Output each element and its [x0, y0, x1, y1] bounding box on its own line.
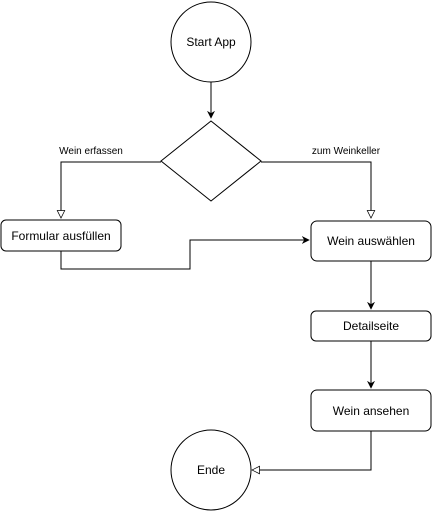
node-detailseite-label: Detailseite — [343, 319, 399, 333]
node-start-label: Start App — [186, 35, 236, 49]
node-decision — [160, 120, 262, 202]
node-wein-ansehen: Wein ansehen — [310, 389, 432, 432]
node-formular-label: Formular ausfüllen — [11, 229, 110, 243]
node-formular: Formular ausfüllen — [0, 219, 122, 252]
edge-formular-to-wein-auswaehlen — [60, 236, 310, 270]
edge-label-zum-weinkeller: zum Weinkeller — [312, 146, 381, 157]
node-start: Start App — [170, 1, 252, 83]
node-ende: Ende — [170, 429, 252, 511]
edge-label-wein-erfassen: Wein erfassen — [59, 146, 123, 157]
node-wein-auswaehlen-label: Wein auswählen — [327, 234, 415, 248]
edge-decision-to-formular — [61, 161, 161, 218]
node-wein-ansehen-label: Wein ansehen — [333, 404, 410, 418]
node-wein-auswaehlen: Wein auswählen — [310, 220, 432, 262]
node-ende-label: Ende — [197, 463, 225, 477]
node-detailseite: Detailseite — [310, 310, 432, 342]
edge-decision-to-wein-auswaehlen — [261, 161, 371, 218]
edge-wein-ansehen-to-ende — [252, 431, 372, 470]
